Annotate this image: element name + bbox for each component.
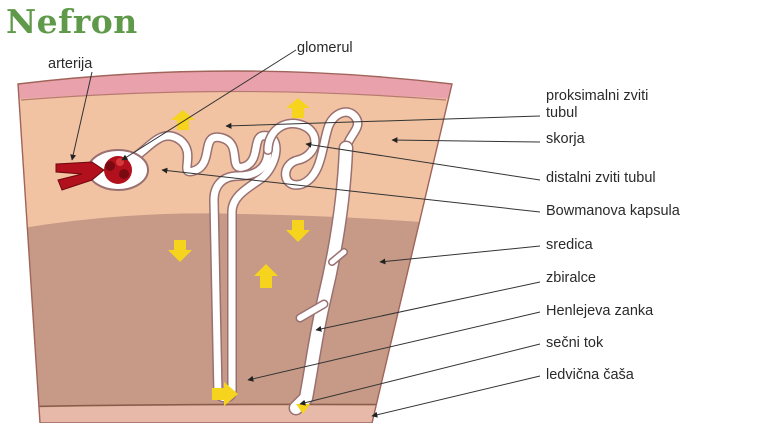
label-sredica: sredica: [546, 237, 593, 254]
label-distalni: distalni zviti tubul: [546, 170, 656, 187]
label-proksimalni-line2: tubul: [546, 105, 577, 122]
diagram-title: Nefron: [6, 2, 138, 41]
label-proksimalni-line1: proksimalni zviti: [546, 88, 648, 105]
label-glomerul: glomerul: [297, 40, 353, 57]
label-skorja: skorja: [546, 131, 585, 148]
label-henlejeva: Henlejeva zanka: [546, 303, 653, 320]
label-bowmanova: Bowmanova kapsula: [546, 203, 680, 220]
label-ledvicna: ledvična čaša: [546, 367, 634, 384]
label-secni-tok: sečni tok: [546, 335, 603, 352]
calyx-region: [0, 405, 470, 423]
leader-ledvicna: [372, 376, 540, 416]
label-arterija: arterija: [48, 56, 92, 73]
label-zbiralce: zbiralce: [546, 270, 596, 287]
